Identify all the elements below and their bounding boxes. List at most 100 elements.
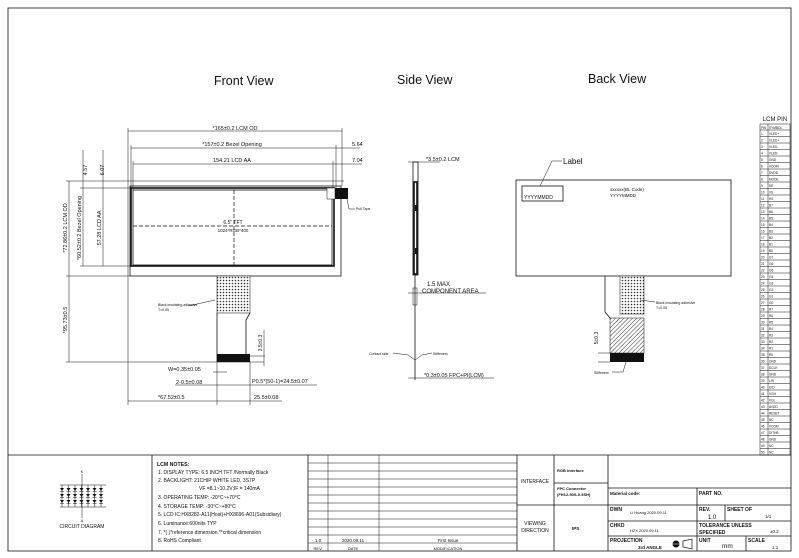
note-item: 4. STORAGE TEMP: -30°C~+80°C — [158, 504, 236, 510]
note-item: 3. OPERATING TEMP: -20°C~+70°C — [158, 495, 241, 501]
led-icon — [79, 488, 84, 491]
unit-label: UNIT — [699, 538, 711, 544]
led-icon — [79, 494, 84, 497]
pin-symbol: NC — [769, 451, 774, 455]
pin-symbol: B6 — [769, 210, 773, 214]
adhesive-thickness: T=0.05 — [158, 308, 169, 312]
adhesive-label: Black insulating adhesive — [158, 303, 197, 307]
fpc-connector-part: (FH12-50S-0.5SH) — [557, 492, 591, 497]
pin-number: 36 — [761, 360, 765, 364]
pin-symbol: R1 — [769, 347, 773, 351]
pin-symbol: NC — [769, 444, 774, 448]
pin-number: 6 — [761, 165, 763, 169]
pin-symbol: G3 — [769, 282, 773, 286]
pin-number: 15 — [761, 223, 765, 227]
pin-symbol: B5 — [769, 217, 773, 221]
dim-7-04: 7.04 — [352, 158, 363, 164]
pin-symbol: G7 — [769, 256, 773, 260]
scale-value: 1:1 — [772, 545, 779, 550]
sheet-border — [7, 7, 792, 552]
led-icon — [86, 488, 90, 491]
note-item: 1. DISPLAY TYPE: 6.5 INCH TFT /Normally … — [158, 470, 269, 476]
fpc-width-dim: 25.5±0.08 — [254, 395, 278, 401]
pin-symbol: DITHB — [769, 431, 779, 435]
back-stiffener — [609, 317, 645, 354]
pin-symbol: MODE — [769, 178, 779, 182]
notes-title: LCM NOTES: — [157, 462, 190, 468]
interface-label: INTERFACE — [521, 479, 550, 485]
pin-number: 9 — [761, 184, 763, 188]
dim-4-57: 4.57 — [83, 165, 89, 176]
pin-symbol: VCOM — [769, 425, 779, 429]
pin-symbol: HS — [769, 197, 773, 201]
led-icon — [73, 488, 77, 491]
pin-number: 26 — [761, 295, 765, 299]
pin-symbol: VCOM — [769, 165, 779, 169]
rev-date: 2020.09.11 — [342, 538, 365, 543]
pin-number: 14 — [761, 217, 765, 221]
pin-number: 35 — [761, 353, 765, 357]
led-icon — [86, 500, 90, 503]
led-icon — [73, 500, 77, 503]
led-icon — [92, 488, 97, 491]
pin-number: 34 — [761, 347, 765, 351]
aa-height-dim: 57.28 LCD AA — [97, 210, 103, 245]
led-icon — [66, 500, 71, 503]
circuit-diagram: K A CIRCUIT DIAGRAM — [60, 469, 106, 530]
front-view-title: Front View — [214, 74, 274, 88]
pin-number: 33 — [761, 340, 765, 344]
circuit-diagram-label: CIRCUIT DIAGRAM — [60, 524, 105, 530]
led-icon — [60, 488, 64, 491]
bezel-opening — [130, 187, 335, 267]
sheet-value: 1/1 — [765, 514, 772, 519]
pin-symbol: B0 — [769, 249, 773, 253]
material-code-label: Material code: — [610, 491, 641, 496]
led-icon — [60, 500, 64, 503]
unit-value: mm — [722, 543, 733, 550]
pin-symbol: VLED+ — [769, 139, 779, 143]
pin-number: 20 — [761, 256, 765, 260]
fpc-connector: FPC Connector — [557, 486, 587, 491]
back-adhesive — [619, 275, 645, 315]
bezel-width-dim: *157±0.2 Bezel Opening — [202, 142, 262, 148]
pin-number: 25 — [761, 288, 765, 292]
side-thickness-dim: *3.5±0.2 LCM — [426, 157, 460, 163]
note-item: 6. Luminance:600nits TYP — [158, 521, 217, 527]
pin-symbol: VS — [769, 191, 773, 195]
pitch-2-dim: 2-0.5±0.08 — [176, 380, 202, 386]
note-item: 7. *( )*reference dimension.**critical d… — [158, 530, 261, 536]
contact-side-label: Contact side — [369, 352, 389, 356]
fpc-dim: 3.5±0.3 — [258, 334, 264, 351]
pin-number: 3 — [761, 145, 763, 149]
projection-value: 3rd ANGLE — [638, 545, 662, 550]
pin-number: 44 — [761, 412, 765, 416]
tolerance-value: ±0.2 — [770, 529, 779, 534]
back-adhesive-thickness: T=0.05 — [656, 306, 667, 310]
pin-number: 24 — [761, 282, 765, 286]
pin-number: 2 — [761, 139, 763, 143]
pin-number: 5 — [761, 158, 763, 162]
pin-symbol: R3 — [769, 334, 773, 338]
label-code: YYYYMMDD — [524, 195, 553, 201]
pin-symbol: VGL — [769, 399, 776, 403]
dim-5-64: 5.64 — [352, 142, 363, 148]
circuit-k: K — [81, 469, 84, 474]
pin-number: 41 — [761, 392, 765, 396]
pin-symbol: G4 — [769, 275, 773, 279]
led-icon — [79, 500, 84, 503]
back-stiffener-label: Stiffeners — [594, 371, 609, 375]
chkd-label: CHKD — [610, 523, 625, 529]
symbol-header: SYMBOL — [769, 126, 783, 130]
led-icon — [92, 494, 97, 497]
pin-symbol: G6 — [769, 262, 773, 266]
note-item: 8. RoHS Compliant — [158, 538, 201, 544]
back-view-title: Back View — [588, 72, 647, 86]
w-dim: W=0.35±0.05 — [168, 367, 201, 373]
pin-symbol: B2 — [769, 236, 773, 240]
pin-header: PIN — [761, 126, 767, 130]
rev-label: REV. — [699, 507, 711, 513]
pin-number: 21 — [761, 262, 765, 266]
projection-label: PROJECTION — [610, 538, 643, 544]
pin-number: 22 — [761, 269, 765, 273]
